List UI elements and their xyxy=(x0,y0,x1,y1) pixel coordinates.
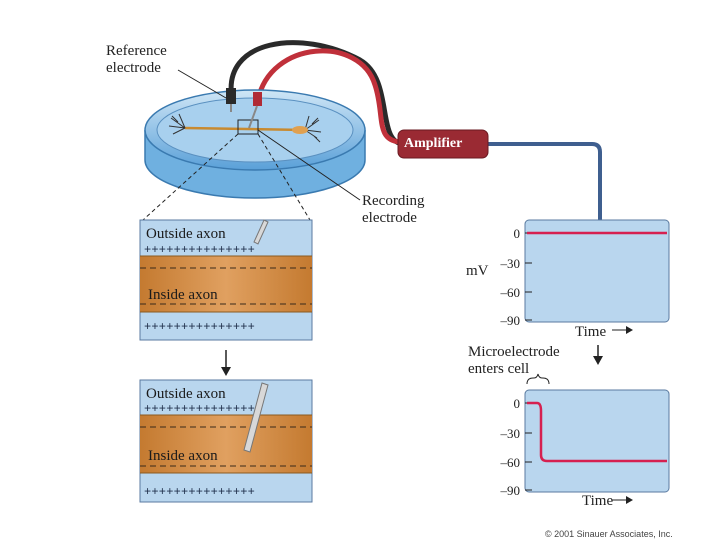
red-wire xyxy=(255,48,401,145)
graph1-tick-0: 0 xyxy=(513,226,521,241)
graph-1 xyxy=(524,219,670,334)
recording-label-line2: electrode xyxy=(362,210,417,226)
blue-wire xyxy=(488,142,602,220)
axon-panel-after xyxy=(139,379,313,503)
reference-electrode-tip xyxy=(226,88,236,112)
trace-line-2 xyxy=(527,401,667,463)
petri-dish xyxy=(144,88,366,199)
recording-electrode-tip xyxy=(248,92,262,129)
inside-axon-label-2: Inside axon xyxy=(148,448,218,464)
plus-row-top-1: +++++++++++++++ xyxy=(144,243,256,257)
plus-row-bottom-2: +++++++++++++++ xyxy=(144,485,256,499)
micro-label-line2: enters cell xyxy=(468,361,530,377)
recording-label-line1: Recording xyxy=(362,193,425,209)
amplifier-box xyxy=(397,129,489,159)
axon-panel-before xyxy=(139,219,313,341)
graph-2 xyxy=(524,389,670,504)
plus-row-bottom-1: +++++++++++++++ xyxy=(144,320,256,334)
graph2-time-label: Time xyxy=(582,493,614,509)
copyright: © 2001 Sinauer Associates, Inc. xyxy=(545,529,673,539)
reference-label-line2: electrode xyxy=(106,60,161,76)
reference-label-line1: Reference xyxy=(106,43,167,59)
mv-axis-label: mV xyxy=(466,263,489,279)
inside-axon-label-1: Inside axon xyxy=(148,287,218,303)
graph2-tick-2: –60 xyxy=(500,455,521,470)
micro-label-line1: Microelectrode xyxy=(468,344,560,360)
graph1-time-label: Time xyxy=(575,324,607,340)
plus-row-top-2: +++++++++++++++ xyxy=(144,402,256,416)
amplifier-label: Amplifier xyxy=(404,136,463,151)
graph2-tick-0: 0 xyxy=(513,396,521,411)
graph1-tick-1: –30 xyxy=(500,256,521,271)
outside-axon-label-1: Outside axon xyxy=(146,226,226,242)
outside-axon-label-2: Outside axon xyxy=(146,386,226,402)
graph1-tick-3: –90 xyxy=(500,313,521,328)
graph2-tick-1: –30 xyxy=(500,426,521,441)
graph2-tick-3: –90 xyxy=(500,483,521,498)
graph1-tick-2: –60 xyxy=(500,285,521,300)
